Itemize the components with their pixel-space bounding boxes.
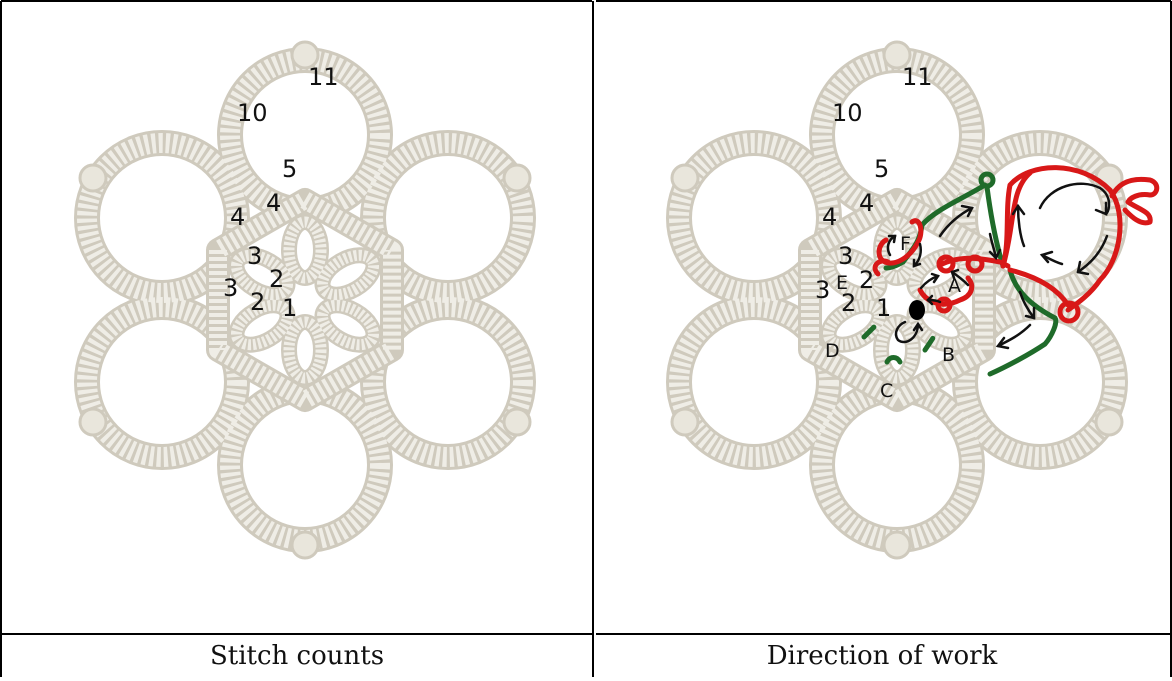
arrow-head-4 bbox=[1011, 203, 1026, 216]
stitch-label-11: 11 bbox=[308, 63, 339, 91]
dir-letter-B: B bbox=[942, 344, 955, 366]
start-point-dot bbox=[909, 300, 925, 320]
dir-stitch-label-2a: 2 bbox=[841, 289, 856, 317]
stitch-label-5: 5 bbox=[282, 155, 297, 183]
stitch-label-4a: 4 bbox=[230, 203, 245, 231]
stitch-label-2a: 2 bbox=[250, 288, 265, 316]
arrow-big-loop-right bbox=[1076, 234, 1109, 274]
dir-stitch-label-4a: 4 bbox=[822, 203, 837, 231]
lace-motif-left bbox=[80, 42, 530, 558]
arrow-head-5 bbox=[960, 204, 974, 218]
dir-stitch-label-3a: 3 bbox=[815, 276, 830, 304]
arrow-up-left bbox=[1016, 204, 1026, 248]
caption-stitch-counts: Stitch counts bbox=[209, 640, 385, 671]
dir-stitch-label-2b: 2 bbox=[859, 266, 874, 294]
arrow-big-loop-top bbox=[1038, 182, 1111, 216]
arrow-down-left bbox=[996, 323, 1032, 348]
arrow-head-1 bbox=[1094, 201, 1108, 216]
dir-letter-E: E bbox=[836, 272, 848, 294]
arrow-head-7 bbox=[1024, 306, 1036, 320]
arrow-head-9 bbox=[950, 268, 960, 280]
arrow-head-3 bbox=[1039, 250, 1054, 264]
arrow-head-10 bbox=[926, 294, 934, 306]
dir-letter-F: F bbox=[900, 233, 911, 255]
dir-letter-A: A bbox=[948, 275, 961, 297]
direction-arrows bbox=[886, 182, 1111, 350]
red-paths bbox=[872, 165, 1160, 324]
dir-stitch-label-10: 10 bbox=[832, 99, 863, 127]
stitch-label-1: 1 bbox=[282, 294, 297, 322]
stitch-label-3a: 3 bbox=[223, 274, 238, 302]
direction-letters: A B C D E F bbox=[825, 233, 961, 402]
lace-motif-right bbox=[672, 42, 1122, 558]
dir-stitch-label-3b: 3 bbox=[838, 242, 853, 270]
stitch-label-2b: 2 bbox=[269, 265, 284, 293]
stitch-label-10: 10 bbox=[237, 99, 268, 127]
arrow-head-2 bbox=[1076, 260, 1090, 276]
arrow-head-8 bbox=[995, 336, 1010, 350]
arrow-head-13 bbox=[912, 321, 924, 332]
arrow-head-12 bbox=[912, 258, 922, 268]
dir-stitch-label-5: 5 bbox=[874, 155, 889, 183]
dir-letter-C: C bbox=[880, 380, 893, 402]
dir-stitch-label-4b: 4 bbox=[859, 189, 874, 217]
direction-stitch-labels: 11 10 5 4 4 3 2 3 2 1 bbox=[815, 63, 933, 322]
stitch-label-4b: 4 bbox=[266, 189, 281, 217]
arrow-head-6 bbox=[988, 248, 1002, 261]
arrow-down-right bbox=[1018, 290, 1036, 320]
arrow-start-curl bbox=[894, 320, 920, 344]
stitch-label-3b: 3 bbox=[247, 242, 262, 270]
stitch-count-labels: 11 10 5 4 4 3 2 3 2 1 bbox=[223, 63, 339, 322]
caption-direction-of-work: Direction of work bbox=[766, 640, 998, 671]
arrow-head-14 bbox=[930, 272, 940, 284]
arrow-green-up bbox=[938, 206, 974, 238]
dir-stitch-label-11: 11 bbox=[902, 63, 933, 91]
dir-stitch-label-1: 1 bbox=[876, 294, 891, 322]
arrow-head-11 bbox=[887, 234, 897, 244]
dir-letter-D: D bbox=[825, 340, 840, 362]
